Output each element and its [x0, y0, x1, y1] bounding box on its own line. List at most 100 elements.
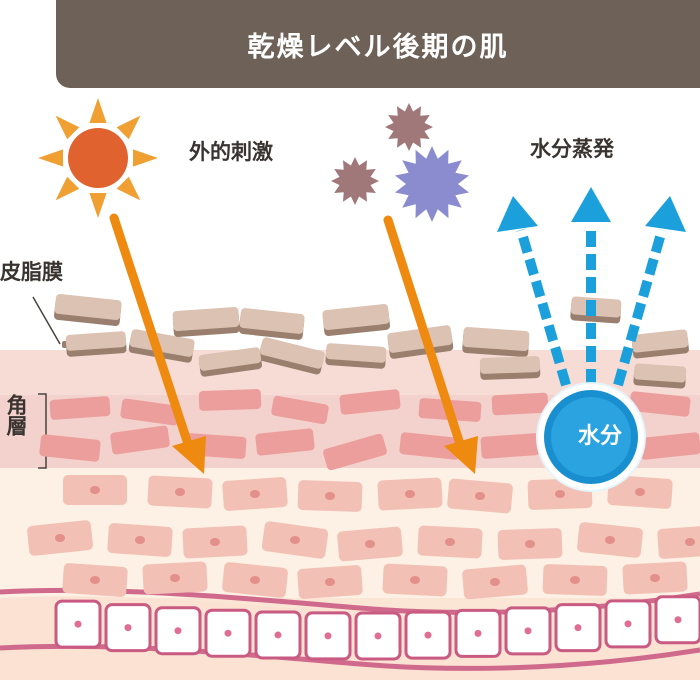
basal-cell-nucleus: [174, 627, 182, 635]
horny-cell: [639, 432, 700, 460]
skin-flake: [322, 304, 390, 336]
horny-cell: [39, 434, 101, 462]
sun-ray: [89, 193, 107, 218]
basal-cell-nucleus: [674, 616, 682, 624]
basal-cell-nucleus: [424, 631, 432, 639]
sun-ray: [133, 149, 158, 167]
basal-cell-nucleus: [524, 627, 532, 635]
skin-flake: [128, 329, 195, 363]
sun-ray: [116, 176, 141, 201]
evaporation-arrow: [613, 196, 686, 387]
water-label: 水分: [577, 424, 622, 449]
sun-ray: [55, 176, 80, 201]
sun-ray: [55, 115, 80, 140]
cell-nucleus: [290, 536, 300, 544]
skin-flake: [631, 329, 689, 359]
horny-layer-label: 角層: [4, 394, 28, 436]
cell-nucleus: [210, 538, 220, 546]
horny-cell: [120, 398, 180, 426]
particle-icon: [331, 103, 469, 222]
horny-cell: [480, 433, 540, 459]
cell-nucleus: [55, 534, 65, 542]
horny-cell: [629, 391, 691, 417]
cell-nucleus: [325, 578, 335, 586]
horny-cell: [339, 389, 401, 415]
skin-flake: [172, 306, 240, 337]
title-bar: 乾燥レベル後期の肌: [56, 0, 700, 88]
cell-nucleus: [490, 578, 500, 586]
particle: [395, 146, 469, 222]
evaporation-arrow: [497, 196, 571, 387]
skin-flake: [462, 326, 530, 357]
sun-icon: [38, 98, 158, 218]
basal-cell-nucleus: [374, 632, 382, 640]
horny-cell: [198, 389, 262, 411]
evaporation-arrow: [571, 187, 611, 385]
horny-cell: [110, 425, 170, 455]
cell-nucleus: [405, 490, 415, 498]
horny-cell: [49, 396, 111, 420]
skin-flake: [258, 337, 325, 375]
cell-nucleus: [90, 486, 100, 494]
basal-cells: [54, 595, 700, 661]
cell-nucleus: [90, 576, 100, 584]
basal-cell-nucleus: [224, 629, 232, 637]
stimulus-arrow: [383, 215, 478, 474]
horny-cell: [491, 392, 549, 416]
particle: [385, 103, 433, 151]
cell-nucleus: [250, 490, 260, 498]
horny-cells: [39, 389, 700, 471]
cell-nucleus: [410, 576, 420, 584]
sebum-membrane-label: 皮脂膜: [0, 260, 63, 284]
sun-ray: [89, 98, 107, 123]
cell-nucleus: [570, 576, 580, 584]
page-title: 乾燥レベル後期の肌: [247, 31, 509, 63]
inner-cells: [27, 475, 700, 600]
basal-cell-nucleus: [624, 620, 632, 628]
basal-cell-nucleus: [574, 624, 582, 632]
water-evaporation-label: 水分蒸発: [530, 137, 614, 161]
skin-flake: [633, 363, 687, 389]
sebum-leader-line: [32, 296, 61, 345]
particle: [331, 157, 379, 205]
sun-ray: [116, 115, 141, 140]
stimulus-arrow: [109, 213, 206, 474]
cell-nucleus: [685, 538, 695, 546]
cell-nucleus: [175, 488, 185, 496]
cell-nucleus: [635, 488, 645, 496]
external-stimulus-label: 外的刺激: [189, 140, 273, 164]
cell-nucleus: [525, 540, 535, 548]
cell-nucleus: [605, 536, 615, 544]
skin-flake: [198, 347, 262, 377]
sun-ray: [38, 149, 63, 167]
skin-flakes: [54, 294, 689, 389]
basal-cell-nucleus: [274, 631, 282, 639]
basal-cell-nucleus: [74, 620, 82, 628]
horny-cell: [323, 433, 387, 471]
horny-layer-bracket: [38, 393, 47, 469]
basal-cell-nucleus: [474, 629, 482, 637]
horny-cell: [271, 395, 329, 425]
cell-nucleus: [170, 574, 180, 582]
cell-nucleus: [365, 540, 375, 548]
skin-flake: [54, 294, 122, 326]
horny-cell: [399, 432, 461, 460]
cell-nucleus: [325, 492, 335, 500]
basal-cell-nucleus: [324, 632, 332, 640]
water-droplet-icon: [536, 382, 646, 492]
cell-nucleus: [475, 492, 485, 500]
skin-flake: [325, 343, 387, 369]
cell-nucleus: [650, 574, 660, 582]
basal-cell-nucleus: [124, 624, 132, 632]
skin-flake: [239, 308, 305, 340]
cell-nucleus: [555, 490, 565, 498]
skin-flake: [387, 325, 454, 359]
cell-nucleus: [135, 536, 145, 544]
horny-cell: [255, 428, 315, 456]
skin-flake: [479, 356, 541, 380]
skin-flake: [65, 331, 127, 357]
cell-nucleus: [250, 576, 260, 584]
cell-nucleus: [445, 538, 455, 546]
